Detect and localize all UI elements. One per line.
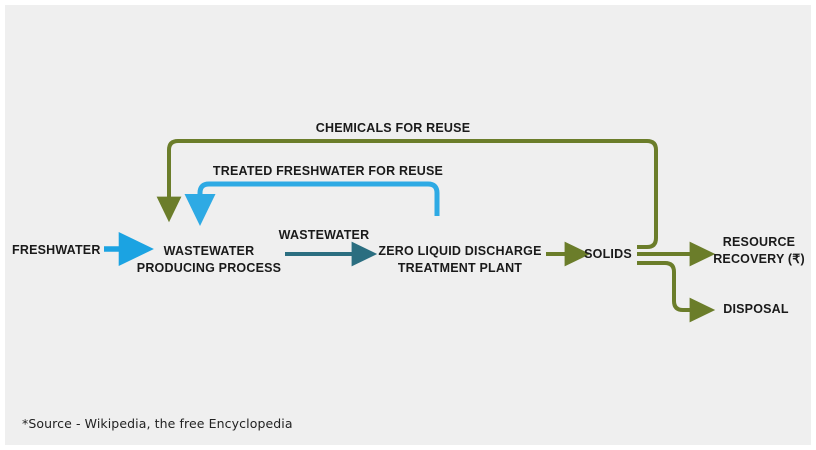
edge-label-wastewater: WASTEWATER — [278, 228, 370, 242]
edge-treated-freshwater-for-reuse — [184, 181, 440, 227]
source-note: *Source - Wikipedia, the free Encycloped… — [22, 416, 293, 431]
node-wastewater-producing-process-line1: WASTEWATER — [163, 244, 255, 258]
node-wastewater-producing-process-line2: PRODUCING PROCESS — [136, 261, 282, 275]
node-freshwater: FRESHWATER — [12, 243, 101, 257]
node-disposal: DISPOSAL — [723, 302, 789, 316]
node-zld-line1: ZERO LIQUID DISCHARGE — [378, 244, 542, 258]
edge-label-chemicals-for-reuse: CHEMICALS FOR REUSE — [315, 121, 471, 135]
node-zld-line2: TREATMENT PLANT — [397, 261, 523, 275]
edge-chemicals-for-reuse — [156, 139, 658, 249]
diagram-background — [5, 5, 811, 445]
node-resource-recovery-line1: RESOURCE — [722, 235, 796, 249]
node-resource-recovery-line2: RECOVERY (₹) — [713, 252, 805, 266]
edge-solids-to-disposal — [637, 261, 716, 323]
edge-label-treated-freshwater-for-reuse: TREATED FRESHWATER FOR REUSE — [212, 164, 444, 178]
node-solids: SOLIDS — [584, 247, 632, 261]
